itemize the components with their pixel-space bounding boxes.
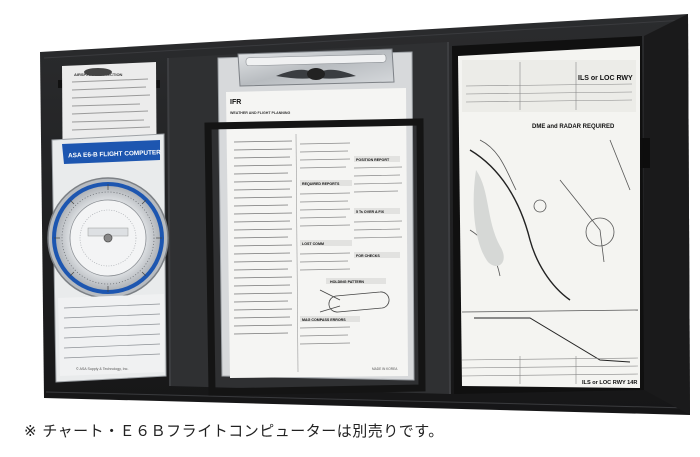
card-logo [84, 68, 112, 76]
clipboard-footer: MADE IN KOREA [372, 367, 398, 371]
clipboard-elastic-frame [204, 118, 426, 396]
chart-bottom-title: ILS or LOC RWY 14R [582, 380, 637, 386]
section-lost-comm: LOST COMM [302, 242, 324, 246]
section-holding-pattern: HOLDING PATTERN [330, 280, 364, 284]
e6b-dial-center [103, 233, 113, 243]
e6b-title-band [62, 140, 160, 164]
approach-chart [458, 46, 640, 388]
section-position-report: POSITION REPORT [356, 158, 390, 162]
clipboard-subheader: WEATHER AND FLIGHT PLANNING [230, 111, 290, 115]
section-mag-compass: MAG COMPASS ERRORS [302, 318, 346, 322]
caption-note: ※ チャート・Ｅ６Ｂフライトコンピューターは別売りです。 [24, 422, 444, 440]
chart-title: ILS or LOC RWY [578, 75, 633, 82]
e6b-bottom-text: © ASA Supply & Technology, Inc. [76, 367, 128, 371]
chart-subtitle: DME and RADAR REQUIRED [532, 124, 615, 130]
clipboard-sheet [226, 88, 408, 378]
e6b-title: ASA E6-B FLIGHT COMPUTER [68, 149, 161, 159]
reference-card-text [71, 78, 151, 131]
checklist-left-lines [233, 140, 293, 335]
profile-view [474, 317, 631, 363]
section-for-checks: FOR CHECKS [356, 254, 380, 258]
wings-logo [276, 68, 356, 80]
e6b-lower-scale [58, 294, 164, 376]
checklist-right-sections: REQUIRED REPORTS POSITION REPORT 5 Ts OV… [300, 156, 400, 322]
section-required-reports: REQUIRED REPORTS [302, 182, 340, 186]
clipboard-header: IFR [230, 99, 241, 106]
section-5ts: 5 Ts OVER A FIX [356, 210, 385, 214]
binding-tab [640, 138, 650, 168]
holding-pattern-diagram [319, 289, 390, 313]
